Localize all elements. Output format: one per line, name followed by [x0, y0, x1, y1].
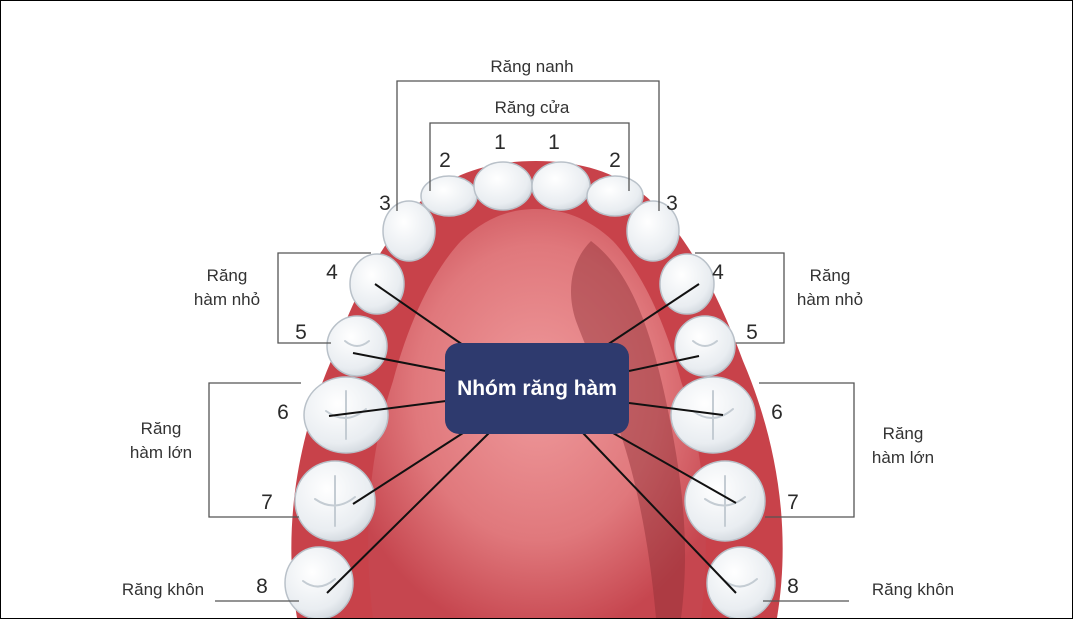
tooth-upper-left-1: [473, 161, 533, 211]
tooth-left-6: [303, 376, 389, 454]
pointer-right-6: [628, 402, 724, 416]
label-wisdom-right: Răng khôn: [872, 580, 954, 599]
num-1-right: 1: [548, 131, 560, 154]
incisor-bracket: [429, 122, 630, 191]
molar-group-badge: Nhóm răng hàm: [445, 343, 629, 434]
pointer-left-5: [352, 352, 447, 372]
label-premolar-right-1: Răng: [810, 266, 851, 285]
premolar-bracket-right: [695, 252, 785, 344]
molar-bracket-right: [759, 382, 855, 518]
tooth-left-4: [349, 253, 405, 315]
num-7-left: 7: [261, 491, 273, 514]
num-5-right: 5: [746, 321, 758, 344]
label-premolar-left-1: Răng: [207, 266, 248, 285]
tooth-right-6: [670, 376, 756, 454]
num-2-right: 2: [609, 149, 621, 172]
num-2-left: 2: [439, 149, 451, 172]
palate-shadow: [571, 241, 686, 618]
num-7-right: 7: [787, 491, 799, 514]
tooth-right-8: [706, 546, 776, 618]
tooth-right-4: [659, 253, 715, 315]
canine-bracket: [396, 80, 660, 211]
pointer-left-7: [352, 432, 464, 505]
num-6-right: 6: [771, 401, 783, 424]
molar-bracket-left: [208, 382, 301, 518]
premolar-bracket-left: [277, 252, 371, 344]
label-molar-left-2: hàm lớn: [130, 443, 192, 462]
pointer-left-8: [326, 432, 490, 594]
tooth-left-8: [284, 546, 354, 618]
tooth-left-5: [326, 315, 388, 377]
pointer-left-4: [374, 283, 464, 346]
label-molar-left-1: Răng: [141, 419, 182, 438]
tooth-upper-right-1: [531, 161, 591, 211]
pointer-right-7: [612, 432, 737, 504]
tooth-right-5: [674, 315, 736, 377]
num-4-left: 4: [326, 261, 338, 284]
tooth-left-7: [294, 460, 376, 542]
num-1-left: 1: [494, 131, 506, 154]
label-molar-right-2: hàm lớn: [872, 448, 934, 467]
num-3-left: 3: [379, 192, 391, 215]
num-6-left: 6: [277, 401, 289, 424]
pointer-right-8: [582, 432, 737, 594]
num-4-right: 4: [712, 261, 724, 284]
label-premolar-right-2: hàm nhỏ: [797, 290, 863, 309]
num-8-right: 8: [787, 575, 799, 598]
pointer-right-5: [628, 355, 700, 372]
tooth-right-7: [684, 460, 766, 542]
label-premolar-left-2: hàm nhỏ: [194, 290, 260, 309]
label-wisdom-left: Răng khôn: [122, 580, 204, 599]
tooth-left-3: [382, 200, 436, 262]
badge-text: Nhóm răng hàm: [457, 376, 617, 400]
pointer-left-6: [328, 400, 447, 417]
tooth-right-3: [626, 200, 680, 262]
label-molar-right-1: Răng: [883, 424, 924, 443]
num-8-left: 8: [256, 575, 268, 598]
label-canine: Răng nanh: [490, 57, 573, 76]
num-3-right: 3: [666, 192, 678, 215]
label-incisor: Răng cửa: [495, 98, 570, 117]
pointer-right-4: [606, 283, 700, 346]
num-5-left: 5: [295, 321, 307, 344]
